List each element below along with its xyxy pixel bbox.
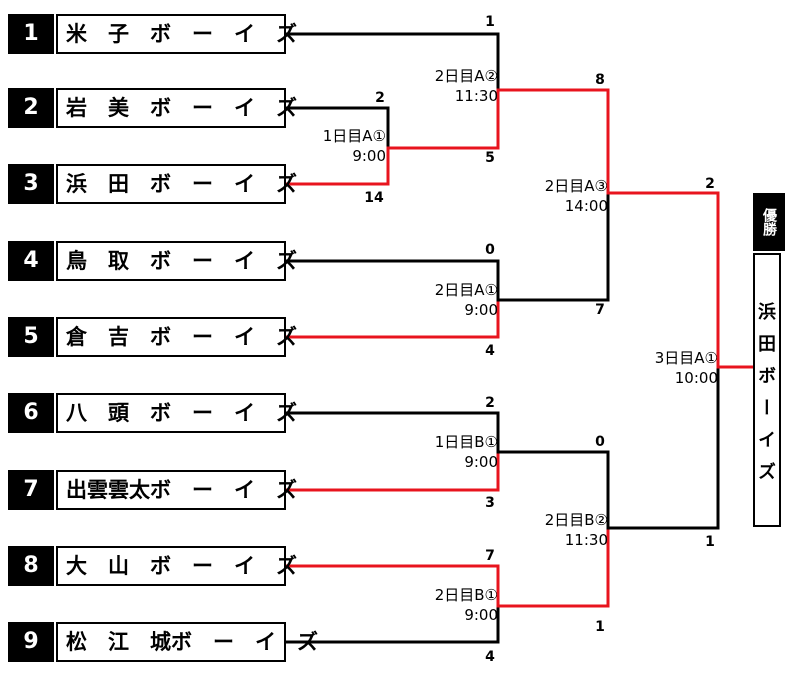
match-time: 10:00 [674,369,718,387]
match-label-m4: 1日目B① 9:00 [398,432,498,472]
match-day: 2日目A② [434,67,498,85]
team-name: 出雲雲太ボ ー イ ズ [56,470,297,510]
team-name: 大 山 ボ ー イ ズ [56,546,297,586]
match-day: 1日目A① [322,127,386,145]
match-label-m1: 1日目A① 9:00 [290,126,386,166]
score-m4-bottom: 3 [485,495,495,511]
team-name: 八 頭 ボ ー イ ズ [56,393,297,433]
line-m2-bottom [386,88,500,150]
team-entry-2: 2 岩 美 ボ ー イ ズ [8,88,297,128]
champion-header: 優勝 [753,193,785,251]
team-entry-8: 8 大 山 ボ ー イ ズ [8,546,297,586]
match-time: 14:00 [564,197,608,215]
match-label-m3: 2日目A① 9:00 [398,280,498,320]
score-m3-top: 0 [485,242,495,258]
match-day: 2日目A① [434,281,498,299]
match-label-m2: 2日目A② 11:30 [398,66,498,106]
team-seed: 8 [8,546,54,586]
line-m5-bottom [274,604,500,644]
score-m1-top: 2 [375,90,385,106]
line-m5-top [274,564,500,608]
team-seed: 7 [8,470,54,510]
line-m7-top [496,450,610,530]
team-seed: 9 [8,622,54,662]
score-m4-top: 2 [485,395,495,411]
team-seed: 6 [8,393,54,433]
match-label-m6: 2日目A③ 14:00 [508,176,608,216]
match-label-m8: 3日目A① 10:00 [618,348,718,388]
match-time: 11:30 [454,87,498,105]
team-seed: 1 [8,14,54,54]
score-m1-bottom: 14 [364,190,384,206]
team-name: 倉 吉 ボ ー イ ズ [56,317,297,357]
match-day: 2日目A③ [544,177,608,195]
line-m1-bottom [274,146,390,186]
score-m2-bottom: 5 [485,150,495,166]
line-m8-top [606,191,720,369]
match-time: 9:00 [464,453,498,471]
match-day: 1日目B① [434,433,498,451]
team-entry-7: 7 出雲雲太ボ ー イ ズ [8,470,297,510]
line-m3-bottom [274,298,500,339]
line-m6-bottom [496,191,610,302]
score-m2-top: 1 [485,14,495,30]
team-name: 鳥 取 ボ ー イ ズ [56,241,297,281]
champion-name: 浜田ボーイズ [753,253,781,527]
match-time: 9:00 [464,606,498,624]
score-m3-bottom: 4 [485,343,495,359]
line-m8-bottom [606,365,720,530]
team-entry-6: 6 八 頭 ボ ー イ ズ [8,393,297,433]
team-name: 米 子 ボ ー イ ズ [56,14,297,54]
score-m6-bottom: 7 [595,302,605,318]
team-name: 岩 美 ボ ー イ ズ [56,88,297,128]
score-m8-top: 2 [705,176,715,192]
team-entry-5: 5 倉 吉 ボ ー イ ズ [8,317,297,357]
match-time: 9:00 [464,301,498,319]
score-m5-bottom: 4 [485,649,495,665]
team-entry-1: 1 米 子 ボ ー イ ズ [8,14,297,54]
score-m7-bottom: 1 [595,619,605,635]
match-day: 2日目B② [544,511,608,529]
team-seed: 4 [8,241,54,281]
match-label-m7: 2日目B② 11:30 [508,510,608,550]
team-seed: 3 [8,164,54,204]
match-label-m5: 2日目B① 9:00 [398,585,498,625]
match-time: 9:00 [352,147,386,165]
line-m4-top [274,411,500,454]
team-name: 浜 田 ボ ー イ ズ [56,164,297,204]
score-m6-top: 8 [595,72,605,88]
line-m2-top [274,32,500,92]
team-name: 松 江 城ボ ー イ ズ [56,622,318,662]
match-time: 11:30 [564,531,608,549]
line-m4-bottom [274,450,500,492]
team-entry-4: 4 鳥 取 ボ ー イ ズ [8,241,297,281]
line-m1-top [274,106,390,150]
match-day: 2日目B① [434,586,498,604]
line-m3-top [274,259,500,302]
team-entry-9: 9 松 江 城ボ ー イ ズ [8,622,318,662]
match-day: 3日目A① [654,349,718,367]
line-m7-bottom [496,526,610,608]
team-entry-3: 3 浜 田 ボ ー イ ズ [8,164,297,204]
score-m7-top: 0 [595,434,605,450]
team-seed: 2 [8,88,54,128]
line-m6-top [496,88,610,195]
score-m8-bottom: 1 [705,534,715,550]
score-m5-top: 7 [485,548,495,564]
team-seed: 5 [8,317,54,357]
